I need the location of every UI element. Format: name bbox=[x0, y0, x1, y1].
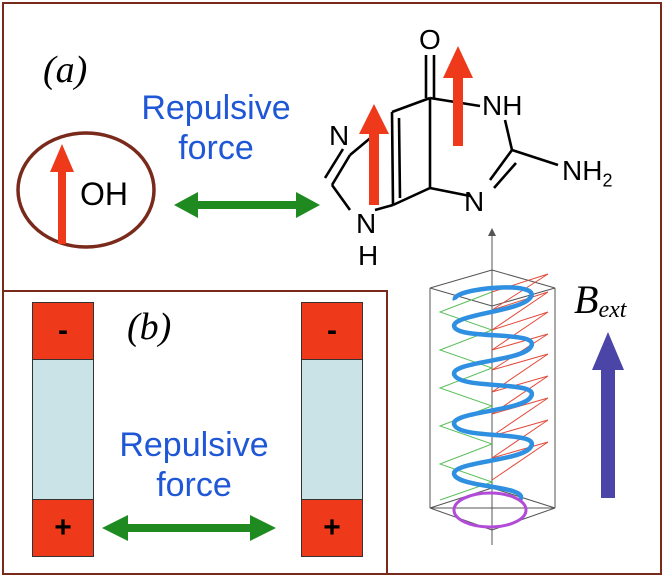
bext-label-sub: ext bbox=[598, 297, 627, 324]
atom-n-bottom: N bbox=[356, 208, 377, 239]
left-magnet-body bbox=[33, 359, 93, 500]
oh-label: OH bbox=[80, 176, 128, 212]
right-magnet-top-pole: - bbox=[302, 303, 362, 359]
right-magnet-bottom-pole: + bbox=[302, 500, 362, 556]
force-label-a: Repulsive force bbox=[140, 88, 292, 168]
atom-nh2-sub: 2 bbox=[602, 170, 613, 191]
force-arrow-a bbox=[174, 192, 320, 218]
base-circle bbox=[452, 491, 528, 529]
guanine-bonds bbox=[323, 55, 559, 212]
guanine-spin-arrow-right bbox=[443, 46, 473, 146]
bext-arrow bbox=[592, 332, 624, 498]
force-label-a-line2: force bbox=[178, 129, 254, 167]
atom-h-bottom: H bbox=[358, 240, 379, 271]
green-wave bbox=[438, 291, 494, 501]
force-label-b-line2: force bbox=[156, 466, 232, 504]
force-label-b: Repulsive force bbox=[104, 425, 284, 505]
red-wave bbox=[491, 273, 549, 481]
force-label-a-line1: Repulsive bbox=[141, 89, 291, 127]
bext-label-main: B bbox=[574, 277, 599, 322]
helix-box bbox=[429, 232, 556, 545]
right-magnet: - + bbox=[301, 302, 363, 557]
oh-circle bbox=[16, 131, 156, 249]
bext-label: Bext bbox=[574, 276, 626, 324]
helix bbox=[451, 285, 535, 502]
panel-b-label: (b) bbox=[127, 306, 172, 348]
guanine-spin-arrow-left bbox=[359, 104, 389, 205]
panel-a-label: (a) bbox=[43, 49, 88, 91]
atom-n-mid: N bbox=[464, 186, 485, 217]
left-magnet: - + bbox=[32, 302, 94, 557]
panel-a-frame bbox=[2, 2, 662, 292]
left-magnet-top-pole: - bbox=[33, 303, 93, 359]
left-magnet-bottom-pole: + bbox=[33, 500, 93, 556]
panel-b-frame bbox=[2, 290, 388, 575]
atom-nh2-main: NH bbox=[562, 155, 603, 186]
force-label-b-line1: Repulsive bbox=[119, 426, 269, 464]
right-magnet-body bbox=[302, 359, 362, 500]
atom-o: O bbox=[419, 24, 441, 55]
atom-nh-right: NH bbox=[482, 90, 523, 121]
force-arrow-b bbox=[102, 515, 276, 541]
atom-nh2: NH2 bbox=[562, 155, 612, 192]
atom-n-left: N bbox=[329, 120, 350, 151]
oh-spin-arrow bbox=[50, 144, 74, 244]
